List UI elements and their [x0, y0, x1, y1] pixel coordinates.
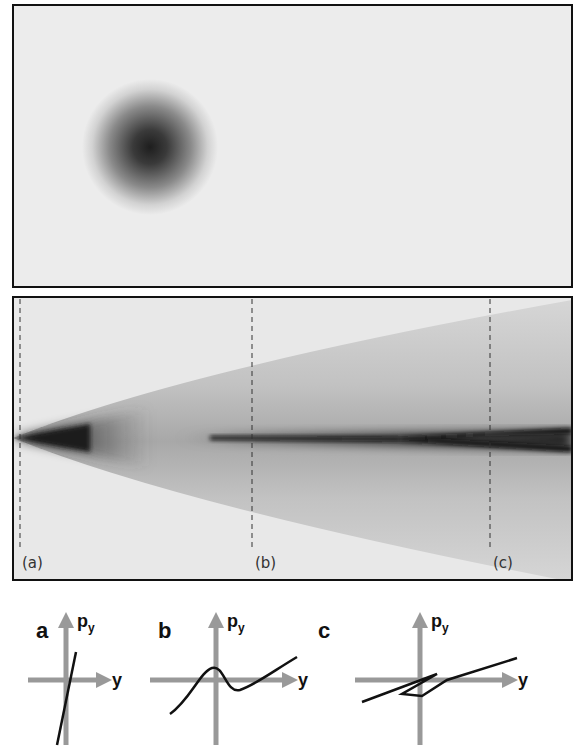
section-label: (c) [493, 556, 513, 571]
panel-letter: a [36, 620, 48, 642]
panel-letter: c [318, 620, 330, 642]
phase-axes [28, 620, 510, 745]
panel-border [13, 297, 572, 580]
axis-label: y [518, 671, 528, 689]
axis-label: p [227, 612, 238, 630]
axis-label: y [298, 671, 308, 689]
axis-label: p [431, 612, 442, 630]
axis-label: p [77, 612, 88, 630]
beam-streak [400, 428, 572, 441]
section-label: (a) [22, 556, 43, 571]
phase-curve [57, 652, 517, 745]
axis-label: y [112, 671, 122, 689]
gaussian-beam [82, 79, 218, 215]
beam-core [13, 408, 150, 468]
beam-envelope [13, 300, 572, 580]
axis-subscript: y [88, 622, 95, 634]
axis-subscript: y [442, 622, 449, 634]
section-lines [20, 299, 490, 548]
panel-letter: b [158, 620, 171, 642]
axis-subscript: y [238, 622, 245, 634]
beam-streak [400, 439, 572, 452]
beam-streak [210, 436, 400, 441]
beam-core [13, 424, 90, 452]
section-label: (b) [255, 556, 276, 571]
density-panel [13, 5, 572, 287]
